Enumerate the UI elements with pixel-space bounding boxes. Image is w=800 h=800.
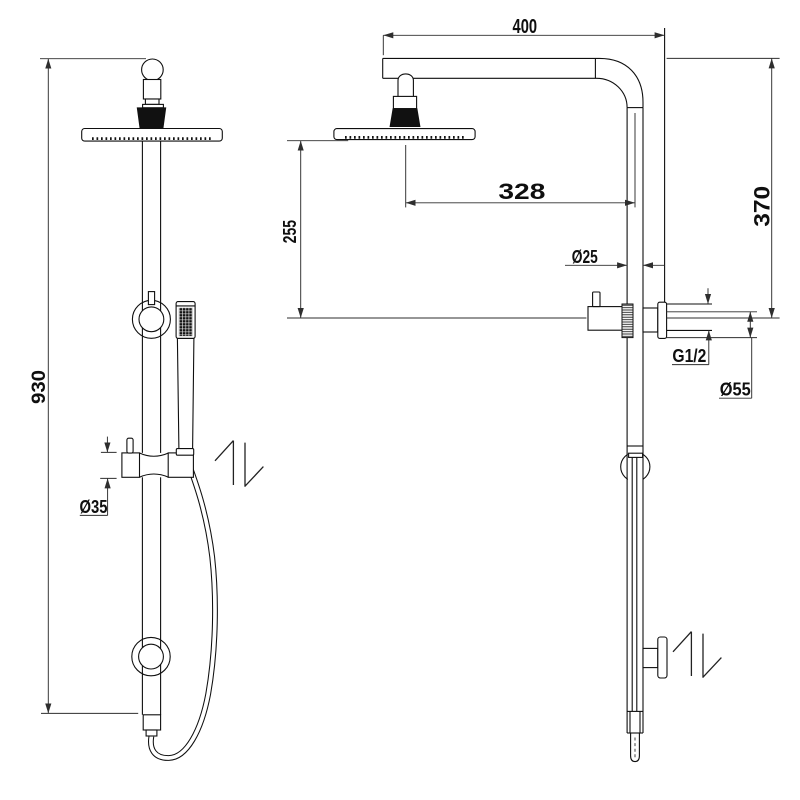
dim-drop-height-370: 370 xyxy=(666,57,780,318)
dim-label-25: Ø25 xyxy=(572,247,598,267)
slider-key-step xyxy=(628,452,644,458)
rail-end-cap xyxy=(142,714,162,731)
joint-collar-side xyxy=(392,95,418,110)
diverter-inner-knob xyxy=(138,306,165,333)
diverter-knurl-texture xyxy=(622,304,633,338)
diverter-body-side xyxy=(587,306,623,331)
dim-label-400: 400 xyxy=(513,16,538,38)
break-symbol-front xyxy=(214,440,264,487)
diverter-lever xyxy=(147,291,156,306)
slide-holder-cradle xyxy=(167,452,194,478)
dim-flange-diameter-55: Ø55 xyxy=(666,311,757,400)
hand-shower-handle xyxy=(176,337,195,450)
dim-label-55: Ø55 xyxy=(720,380,751,400)
hand-shower-spray-grid xyxy=(178,307,193,337)
arm-end-ball xyxy=(141,58,164,82)
bracket-clamp-fill xyxy=(139,452,169,478)
shower-arm-inner-edge xyxy=(382,77,628,108)
dim-arm-length-400: 400 xyxy=(382,16,665,56)
break-symbol-side xyxy=(672,631,722,678)
bracket-clamp-top-curve xyxy=(139,452,169,457)
joint-band xyxy=(142,103,164,109)
dim-label-370: 370 xyxy=(749,186,774,227)
hose-inlet-nipple xyxy=(145,729,158,737)
dimensions: 930 Ø35 400 370 328 xyxy=(29,16,780,714)
slide-holder-left-block xyxy=(121,452,141,478)
dim-slide-holder-diameter-35: Ø35 xyxy=(80,436,117,517)
front-view xyxy=(81,58,264,761)
side-view xyxy=(333,28,722,763)
dim-outlet-thread-g12: G1/2 xyxy=(672,288,712,366)
slider-boss-cover xyxy=(627,451,643,482)
dim-label-930: 930 xyxy=(29,370,50,404)
dim-overall-height-930: 930 xyxy=(29,58,146,714)
shower-hose-body xyxy=(149,455,217,760)
dim-label-35: Ø35 xyxy=(80,497,108,517)
dim-label-g12: G1/2 xyxy=(672,346,706,366)
outlet-hub xyxy=(642,307,659,333)
lower-bracket-ring xyxy=(131,636,171,677)
slide-holder-lock-pin xyxy=(126,437,134,454)
lower-bracket-stem-side xyxy=(642,647,659,669)
shower-arm-outer-edge xyxy=(382,57,644,108)
head-connector-nut-side xyxy=(389,108,421,127)
lower-bracket-hub xyxy=(138,643,164,670)
wand-nose-tip xyxy=(630,733,640,763)
lower-bracket-disc-side xyxy=(657,636,668,679)
bracket-clamp-bottom-curve xyxy=(139,473,169,478)
dim-riser-diameter-25: Ø25 xyxy=(565,247,665,269)
dim-head-to-outlet-255: 255 xyxy=(280,140,780,319)
joint-step xyxy=(144,98,160,105)
diverter-lever-side xyxy=(592,291,601,308)
wall-flange xyxy=(657,301,668,339)
ball-joint-neck xyxy=(142,78,162,100)
head-connector-nut xyxy=(136,107,167,129)
dim-head-offset-328: 328 xyxy=(405,113,636,208)
dim-label-255: 255 xyxy=(280,220,300,244)
dim-label-328: 328 xyxy=(498,179,545,204)
hand-shower-hose-nut xyxy=(175,448,195,456)
